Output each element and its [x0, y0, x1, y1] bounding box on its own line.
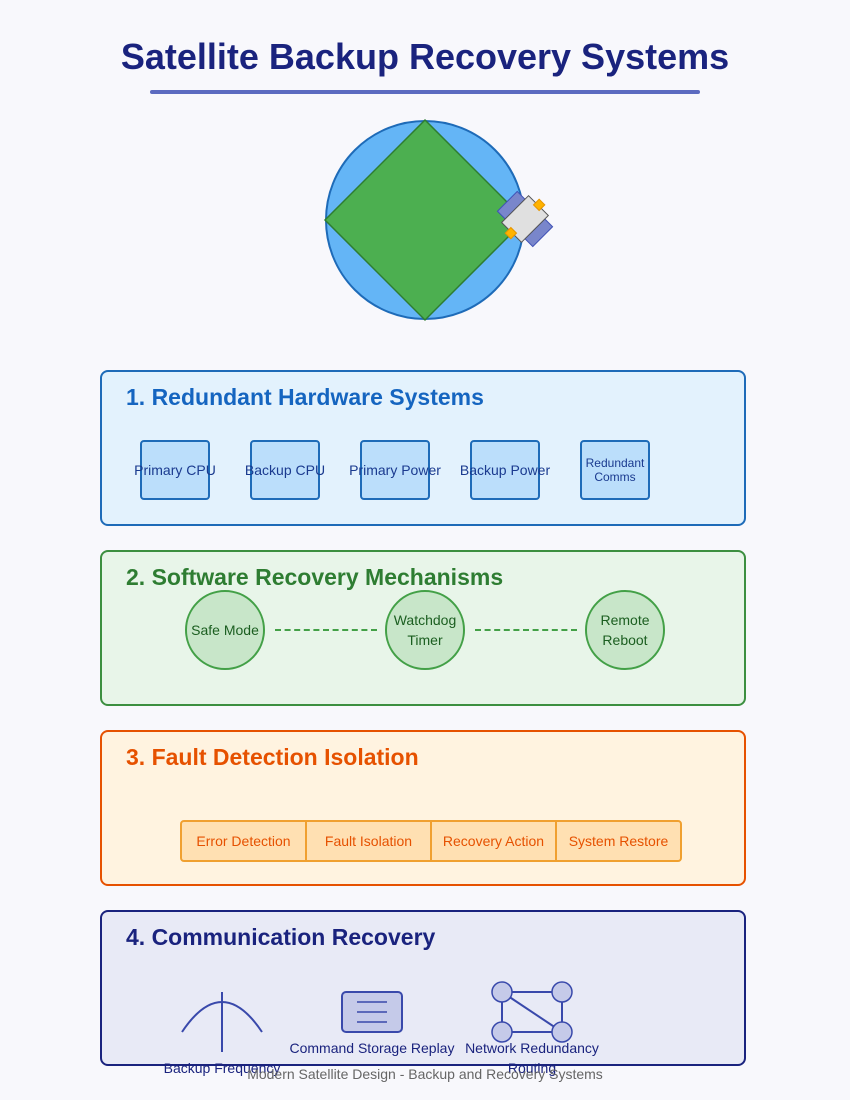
hardware-component-label: Primary CPU	[134, 462, 216, 478]
title-underline	[150, 90, 700, 94]
connector-dash	[475, 629, 577, 631]
communication-method-label: Command Storage Replay	[289, 1040, 455, 1056]
communication-method-label: Backup Frequency	[163, 1060, 281, 1076]
hardware-component-label: Backup Power	[459, 462, 551, 478]
software-heading: 2. Software Recovery Mechanisms	[126, 564, 504, 590]
hardware-box	[580, 440, 650, 500]
satellite-icon	[496, 190, 554, 248]
hardware-box	[140, 440, 210, 500]
command-storage-icon	[341, 991, 403, 1033]
footer-caption: Modern Satellite Design - Backup and Rec…	[247, 1066, 603, 1082]
hardware-box	[360, 440, 430, 500]
fault-step: Recovery Action	[432, 822, 557, 860]
software-mechanism-node: Remote Reboot	[585, 590, 665, 670]
fault-section: 3. Fault Detection Isolation Error Detec…	[100, 730, 746, 886]
communication-heading: 4. Communication Recovery	[126, 924, 436, 950]
hardware-box	[250, 440, 320, 500]
connector-dash	[275, 629, 377, 631]
communication-method-label: Network Redundancy Routing	[465, 1040, 599, 1076]
hardware-component-label: Backup CPU	[244, 462, 326, 478]
communication-section: 4. Communication Recovery Backup Frequen…	[100, 910, 746, 1076]
fault-process-bar: Error Detection Fault Isolation Recovery…	[180, 820, 682, 862]
fault-step: Fault Isolation	[307, 822, 432, 860]
software-mechanism-node: Safe Mode	[185, 590, 265, 670]
fault-step: Error Detection	[182, 822, 307, 860]
hardware-box	[470, 440, 540, 500]
antenna-icon	[181, 992, 263, 1052]
fault-step: System Restore	[568, 833, 669, 849]
page-title: Satellite Backup Recovery Systems	[120, 36, 730, 77]
fault-heading: 3. Fault Detection Isolation	[126, 744, 419, 770]
satellite-illustration	[323, 118, 554, 322]
software-section: 2. Software Recovery Mechanisms Safe Mod…	[100, 550, 746, 706]
landmass-diamond	[323, 118, 527, 322]
hardware-heading: 1. Redundant Hardware Systems	[126, 384, 484, 410]
software-mechanism-node: Watchdog Timer	[385, 590, 465, 670]
hardware-component-label: Primary Power	[349, 462, 441, 478]
communication-icons	[181, 981, 573, 1052]
hardware-section: 1. Redundant Hardware Systems Primary CP…	[100, 370, 746, 526]
network-icon	[491, 981, 573, 1043]
hardware-component-label: Redundant Comms	[585, 456, 645, 484]
